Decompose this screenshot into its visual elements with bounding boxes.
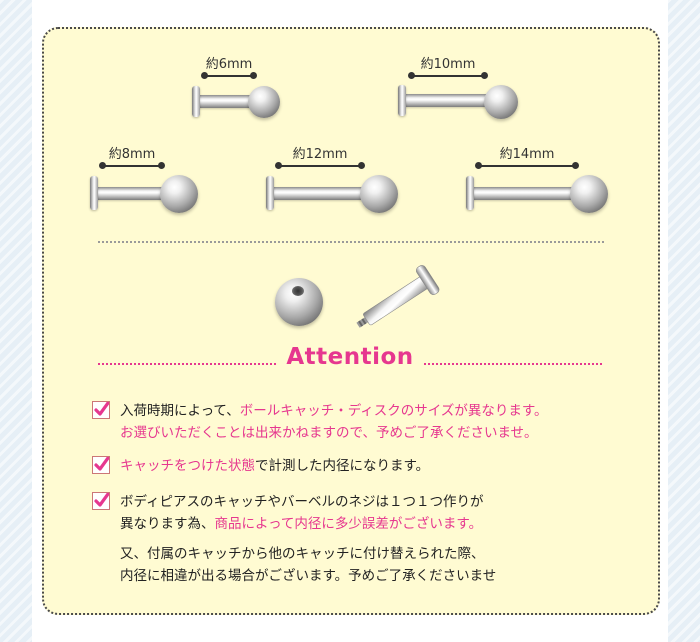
barbell-6mm: 約6mm: [192, 53, 292, 123]
dimension-12mm: 約12mm: [275, 143, 365, 169]
thread-hole: [292, 286, 304, 296]
barbell-disc: [90, 176, 98, 210]
size-label: 約12mm: [292, 147, 348, 162]
size-label: 約14mm: [499, 147, 555, 162]
note-text: 入荷時期によって、: [120, 403, 240, 419]
barbell-ball: [360, 175, 398, 213]
note-item: ボディピアスのキャッチやバーベルのネジは１つ１つ作りが 異なります為、商品によっ…: [90, 491, 630, 587]
size-label: 約6mm: [205, 57, 253, 72]
note-line: 入荷時期によって、ボールキャッチ・ディスクのサイズが異なります。: [120, 400, 630, 422]
note-text-highlight: 商品によって内径に多少誤差がございます。: [214, 516, 483, 532]
dimension-line: [475, 162, 579, 169]
barbell-shaft: [472, 187, 586, 200]
barbell-ball: [570, 175, 608, 213]
note-line: ボディピアスのキャッチやバーベルのネジは１つ１つ作りが: [120, 491, 630, 513]
barbell-10mm: 約10mm: [396, 53, 536, 123]
barbell-ball: [248, 86, 280, 118]
note-item: 入荷時期によって、ボールキャッチ・ディスクのサイズが異なります。 お選びいただく…: [90, 400, 630, 444]
dimension-10mm: 約10mm: [408, 53, 488, 79]
note-line: お選びいただくことは出来かねますので、予めご了承くださいませ。: [120, 422, 630, 444]
note-text: 又、付属のキャッチから他のキャッチに付け替えられた際、: [120, 546, 485, 562]
barbell-shaft: [96, 187, 174, 200]
dimension-line: [99, 162, 165, 169]
barbell-shaft: [403, 94, 493, 107]
barbell-14mm: 約14mm: [464, 143, 624, 223]
note-text: 異なります為、: [120, 516, 215, 532]
note-text: で計測した内径になります。: [255, 458, 430, 474]
barbell-ball: [160, 175, 198, 213]
barbell-12mm: 約12mm: [264, 143, 414, 223]
dimension-6mm: 約6mm: [201, 53, 257, 79]
info-panel: [42, 27, 660, 615]
barbell-disc: [398, 85, 406, 116]
attention-notes: 入荷時期によって、ボールキャッチ・ディスクのサイズが異なります。 お選びいただく…: [90, 400, 630, 598]
dimension-14mm: 約14mm: [475, 143, 579, 169]
dimension-line: [408, 72, 488, 79]
note-text-highlight: ボールキャッチ・ディスクのサイズが異なります。: [239, 403, 548, 419]
barbell-disc: [192, 86, 200, 117]
barbell-disc: [466, 176, 474, 210]
note-line: 内径に相違が出る場合がございます。予めご了承くださいませ: [120, 565, 630, 587]
barbell-ball: [484, 85, 518, 119]
dimension-line: [201, 72, 257, 79]
note-line: 異なります為、商品によって内径に多少誤差がございます。: [120, 513, 630, 535]
threaded-ball-catch: [275, 278, 323, 326]
note-line: キャッチをつけた状態で計測した内径になります。: [120, 455, 630, 477]
note-item: キャッチをつけた状態で計測した内径になります。: [90, 455, 630, 477]
checkbox-checked-icon: [92, 401, 110, 419]
checkbox-checked-icon: [92, 456, 110, 474]
note-text: 内径に相違が出る場合がございます。予めご了承くださいませ: [120, 568, 497, 584]
checkbox-checked-icon: [92, 492, 110, 510]
title-rule-left: [98, 363, 276, 365]
barbell-shaft: [198, 95, 262, 108]
note-text-highlight: お選びいただくことは出来かねますので、予めご了承くださいませ。: [120, 425, 538, 441]
size-label: 約8mm: [108, 147, 156, 162]
section-divider: [98, 241, 604, 243]
barbell-shaft: [272, 187, 374, 200]
barbell-8mm: 約8mm: [88, 143, 208, 223]
dimension-8mm: 約8mm: [99, 143, 165, 169]
note-extra: 又、付属のキャッチから他のキャッチに付け替えられた際、 内径に相違が出る場合がご…: [120, 543, 630, 587]
barbell-disc: [266, 176, 274, 210]
threaded-barbell-post: [356, 265, 440, 328]
note-text: ボディピアスのキャッチやバーベルのネジは１つ１つ作りが: [120, 494, 484, 510]
note-text-highlight: キャッチをつけた状態: [120, 458, 255, 474]
dimension-line: [275, 162, 365, 169]
note-line: 又、付属のキャッチから他のキャッチに付け替えられた際、: [120, 543, 630, 565]
size-label: 約10mm: [420, 57, 476, 72]
title-rule-right: [424, 363, 602, 365]
attention-title: Attention: [286, 344, 414, 370]
